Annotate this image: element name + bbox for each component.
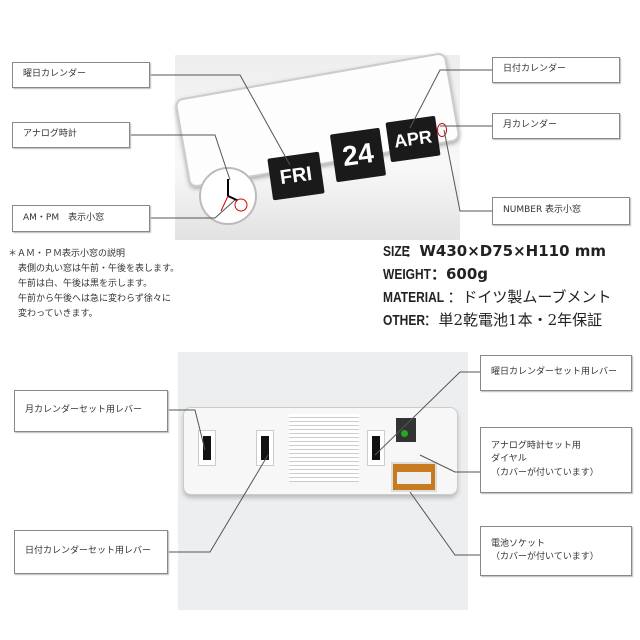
note-line: 午前は白、午後は黒を示します。	[18, 279, 153, 289]
battery-line: （カバーが付いています）	[491, 552, 599, 562]
label-analog-clock: アナログ時計	[12, 122, 130, 148]
battery-line: 電池ソケット	[491, 538, 546, 549]
spec-list: SIZE：W430×D75×H110 mm WEIGHT：600g MATERI…	[383, 240, 612, 332]
dial-slot[interactable]	[396, 418, 416, 442]
date-flip: 24	[329, 127, 387, 183]
dial-line: （カバーが付いています）	[491, 467, 599, 478]
note-line: 表側の丸い窓は午前・午後を表します。	[18, 264, 180, 274]
dial-line: アナログ時計セット用	[491, 440, 581, 451]
month-lever[interactable]	[198, 430, 216, 466]
number-window	[437, 123, 447, 137]
battery-socket[interactable]	[391, 462, 437, 492]
clock-hands-icon	[220, 179, 248, 212]
note-line: 変わっていきます。	[18, 309, 98, 319]
label-weekday-lever: 曜日カレンダーセット用レバー	[480, 355, 632, 391]
label-date-calendar: 日付カレンダー	[492, 57, 620, 83]
label-battery: 電池ソケット （カバーが付いています）	[480, 526, 632, 576]
label-dial: アナログ時計セット用 ダイヤル （カバーが付いています）	[480, 427, 632, 493]
date-lever[interactable]	[256, 430, 274, 466]
spec-other: OTHER：単2乾電池1本・2年保証	[383, 311, 603, 329]
label-number-window: NUMBER 表示小窓	[492, 197, 630, 225]
dial-line: ダイヤル	[491, 454, 527, 465]
spec-material: MATERIAL：ドイツ製ムーブメント	[383, 288, 612, 306]
ampm-note: ＊ＡＭ・ＰＭ表示小窓の説明 表側の丸い窓は午前・午後を表します。 午前は白、午後…	[8, 247, 179, 322]
back-photo	[178, 352, 468, 610]
label-date-lever: 日付カレンダーセット用レバー	[14, 530, 168, 574]
instruction-label	[289, 414, 359, 482]
front-photo: FRI 24 APR	[174, 51, 461, 240]
label-ampm-window: AM・PM 表示小窓	[12, 205, 150, 232]
label-month-lever: 月カレンダーセット用レバー	[14, 390, 168, 432]
weekday-flip: FRI	[267, 151, 325, 201]
spec-weight: WEIGHT：600g	[383, 265, 489, 283]
month-flip: APR	[385, 115, 441, 163]
label-month-calendar: 月カレンダー	[492, 113, 620, 139]
note-line: 午前から午後へは急に変わらず徐々に	[18, 294, 171, 304]
spec-size: SIZE：W430×D75×H110 mm	[383, 242, 607, 260]
clock-back-body	[183, 407, 458, 495]
note-line: ＊ＡＭ・ＰＭ表示小窓の説明	[8, 249, 126, 259]
weekday-lever[interactable]	[367, 430, 385, 466]
analog-clock-face	[199, 167, 257, 225]
label-weekday-calendar: 曜日カレンダー	[12, 62, 150, 88]
